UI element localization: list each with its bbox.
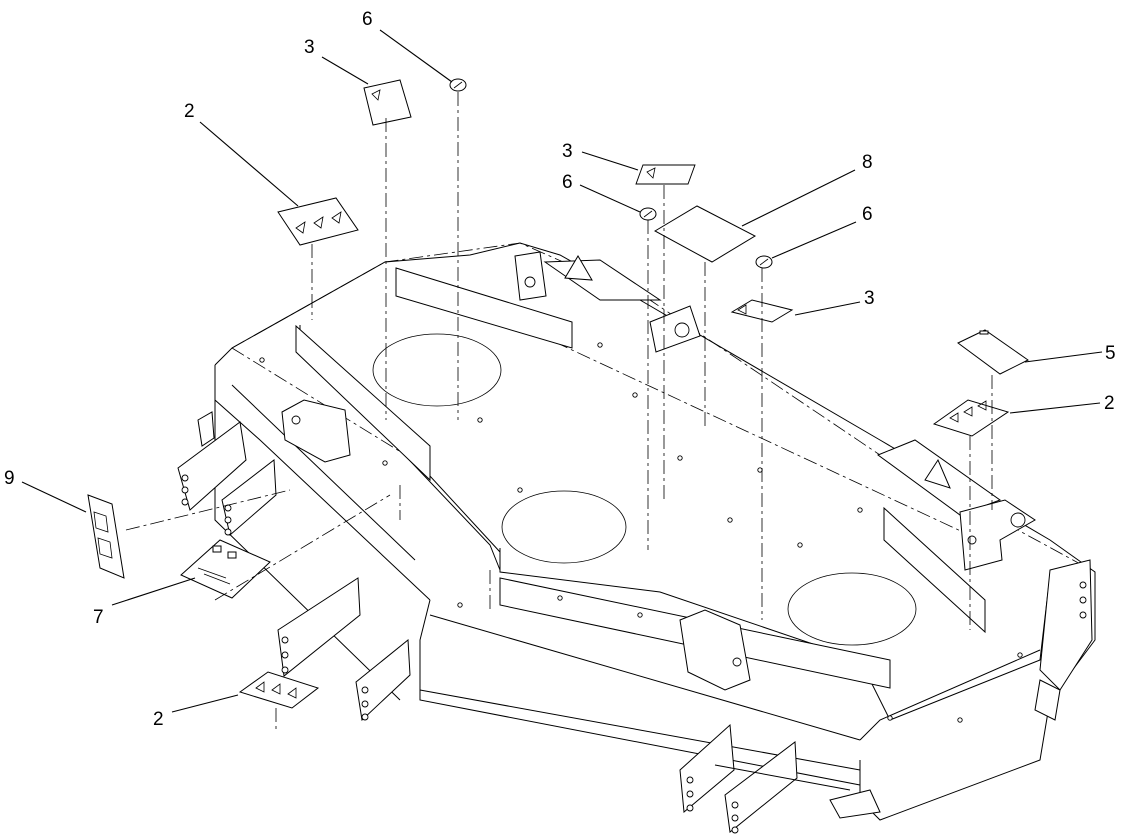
callout-6-right: 6 xyxy=(862,204,873,225)
decal-7 xyxy=(180,539,271,599)
decal-8 xyxy=(653,205,757,263)
callout-2-upper-left: 2 xyxy=(184,101,195,122)
callout-3-right: 3 xyxy=(864,288,875,309)
callout-6-middle: 6 xyxy=(562,172,573,193)
leader-lines xyxy=(21,29,1103,713)
callout-3-upper-left: 3 xyxy=(304,37,315,58)
callout-7: 7 xyxy=(93,607,104,628)
decal-2-upper-left xyxy=(277,197,359,246)
assembly-lines xyxy=(125,92,993,730)
decal-2-lower-left xyxy=(238,671,320,709)
callout-2-right: 2 xyxy=(1104,393,1115,414)
decal-2-right xyxy=(932,399,1010,437)
callout-9: 9 xyxy=(4,468,15,489)
callout-8: 8 xyxy=(862,152,873,173)
deck-brackets xyxy=(177,251,1093,834)
callout-6-upper-left: 6 xyxy=(362,9,373,30)
decal-3-upper-middle xyxy=(635,164,696,185)
decal-5 xyxy=(957,329,1029,375)
decal-9 xyxy=(87,494,125,579)
callout-3-upper-middle: 3 xyxy=(562,141,573,162)
bolt-holes xyxy=(259,342,1023,723)
decal-3-upper-left xyxy=(363,79,412,126)
callout-labels: 6 3 2 3 6 8 6 3 5 2 9 7 2 xyxy=(4,9,1116,730)
callout-5: 5 xyxy=(1105,343,1116,364)
mower-deck xyxy=(214,242,1096,821)
exploded-parts xyxy=(87,78,1029,709)
callout-2-lower-left: 2 xyxy=(153,709,164,730)
